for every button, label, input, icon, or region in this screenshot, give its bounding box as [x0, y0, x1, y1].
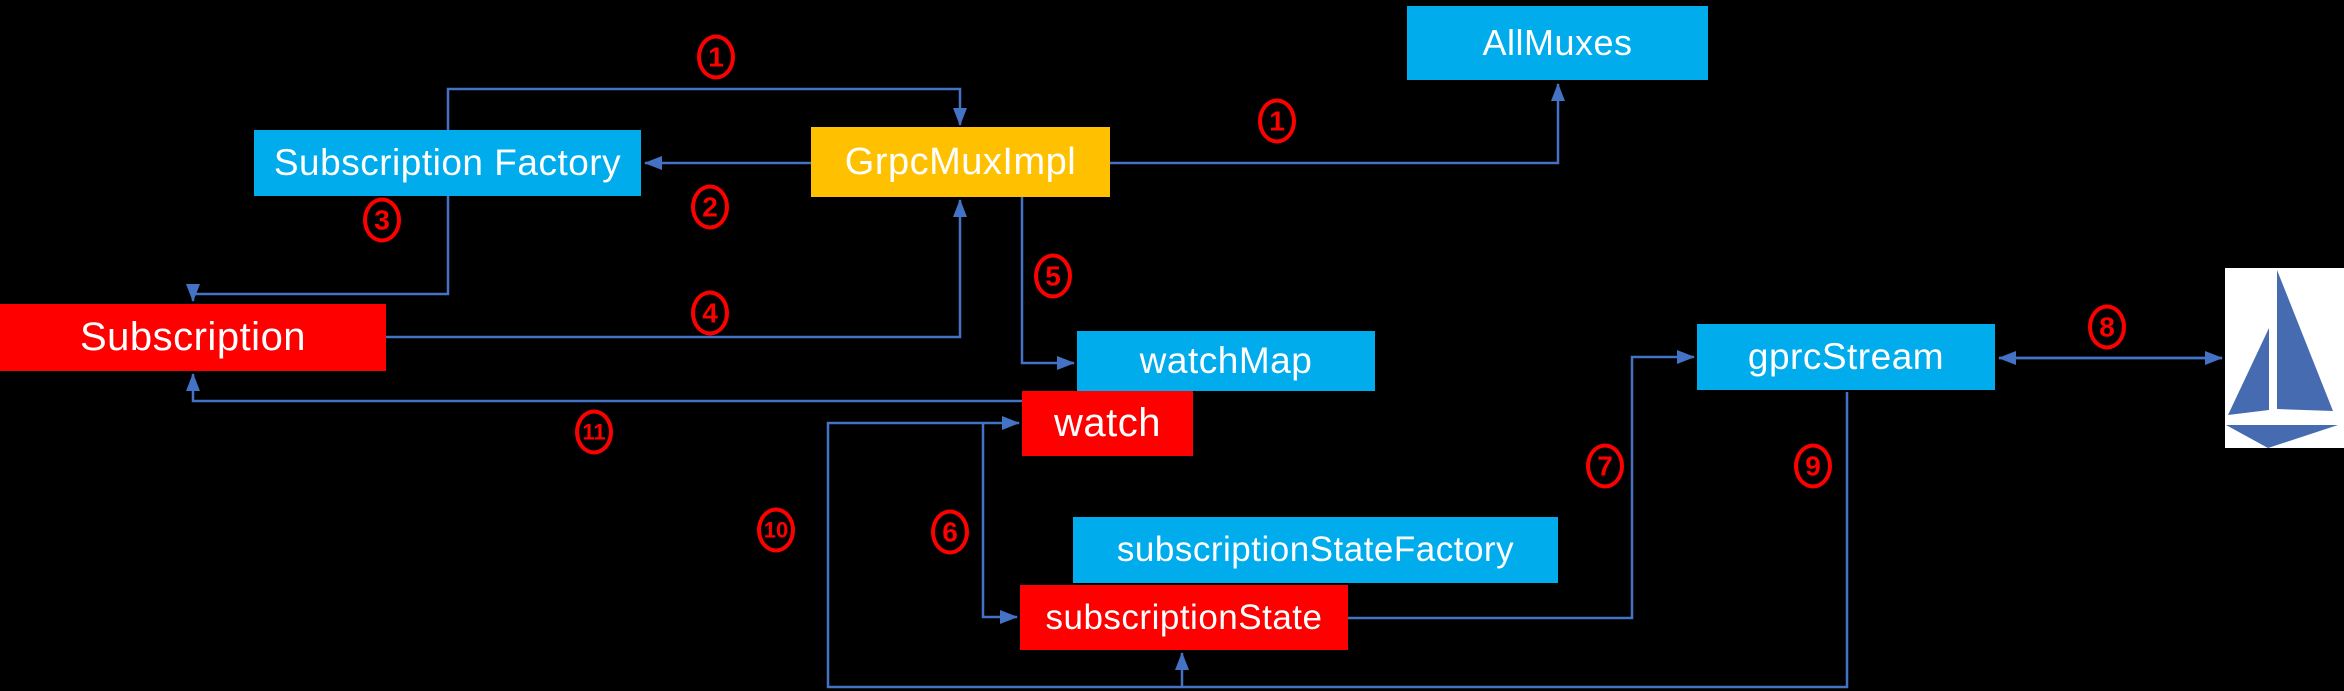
edge-step-11 [186, 373, 1022, 403]
node-subscription-factory: Subscription Factory [254, 130, 641, 196]
step-label-10: 10 [757, 507, 795, 553]
edge-step-7 [1348, 350, 1695, 620]
istio-logo-jib-sail [2228, 328, 2269, 415]
edge-step-3 [186, 196, 450, 302]
edge-step-1 [446, 87, 967, 130]
node-gprcstream: gprcStream [1697, 324, 1995, 390]
step-label-1: 1 [697, 34, 735, 80]
step-label-7: 7 [1586, 443, 1624, 489]
istio-logo-main-sail [2277, 270, 2333, 411]
step-label-8: 8 [2088, 304, 2126, 350]
step-label-6: 6 [931, 509, 969, 555]
step-label-11: 11 [575, 409, 613, 455]
istio-logo-hull [2226, 425, 2338, 448]
node-allmuxes: AllMuxes [1407, 6, 1708, 80]
node-subscriptionstate: subscriptionState [1020, 585, 1348, 650]
edge-step-6 [981, 423, 1018, 624]
node-grpcmuximpl: GrpcMuxImpl [811, 127, 1110, 197]
step-label-3: 3 [363, 197, 401, 243]
step-label-1: 1 [1258, 98, 1296, 144]
node-watch: watch [1022, 391, 1193, 456]
step-label-2: 2 [691, 184, 729, 230]
node-subscription: Subscription [0, 304, 386, 371]
node-watchmap: watchMap [1077, 331, 1375, 391]
node-subscriptionstatefactory: subscriptionStateFactory [1073, 517, 1558, 583]
step-label-5: 5 [1034, 253, 1072, 299]
edge-step-4 [386, 199, 967, 339]
step-label-4: 4 [691, 290, 729, 336]
edge-step-1 [1110, 83, 1565, 165]
edge-step-10 [826, 416, 1182, 689]
step-label-9: 9 [1794, 443, 1832, 489]
edge-step-5 [1020, 197, 1075, 370]
edge-step-9 [1175, 392, 1849, 689]
istio-logo [2225, 268, 2344, 448]
